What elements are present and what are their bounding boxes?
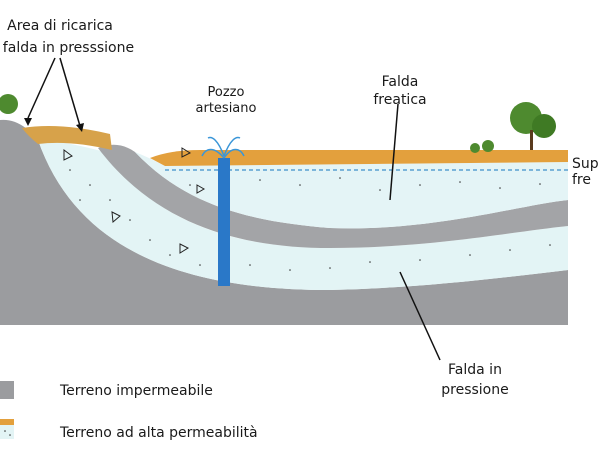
topsoil-strip-right [150, 150, 568, 166]
confined-aquifer-label-line2: pressione [441, 382, 508, 398]
impermeable-middle-layer [98, 144, 568, 248]
leader-lines [27, 57, 441, 361]
impermeable-base-layer [0, 119, 568, 330]
aquifer-dots [69, 169, 551, 271]
phreatic-aquifer-label-line1: Falda [382, 74, 419, 90]
water-fountain-icon [201, 136, 245, 159]
recharge-area-label-line2: la falda in presssione [0, 40, 134, 56]
artesian-well-label-line1: Pozzo [208, 85, 245, 100]
artesian-well-label-line2: artesiano [196, 101, 257, 116]
phreatic-aquifer-label-line2: freatica [373, 92, 426, 108]
right-edge-label-line2: fre [572, 172, 591, 188]
phreatic-aquifer-layer [135, 152, 568, 229]
confined-aquifer-label-line1: Falda in [448, 362, 502, 378]
legend-swatch-impermeable [0, 381, 14, 399]
artesian-well-pipe [218, 158, 230, 286]
flow-arrow-icon [63, 147, 206, 254]
legend-label-impermeable: Terreno impermeabile [59, 383, 213, 399]
leader-arrowheads [24, 118, 84, 132]
recharge-area-topsoil [22, 126, 112, 150]
right-edge-label-line1: Sup [572, 156, 599, 172]
legend-swatch-permeable-top [0, 419, 14, 425]
recharge-area-label-line1: Area di ricarica [7, 18, 113, 34]
confined-aquifer-layer [38, 140, 568, 290]
tree-icon [0, 94, 556, 153]
legend-swatch-permeable [0, 425, 14, 439]
legend-label-permeable: Terreno ad alta permeabilità [59, 425, 258, 441]
